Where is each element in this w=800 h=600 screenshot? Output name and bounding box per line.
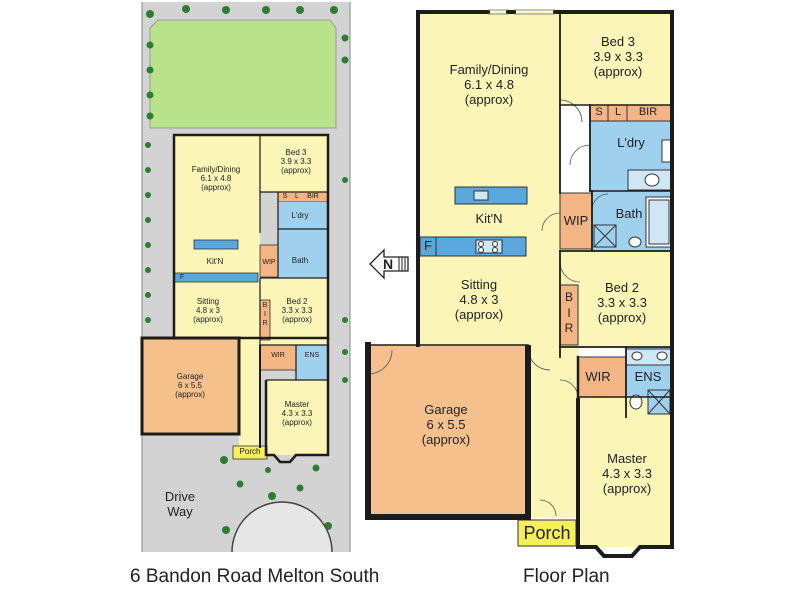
site-fridge-label: F (179, 274, 185, 281)
site-laundry-label: L'dry (291, 211, 309, 220)
north-arrow-icon (369, 248, 409, 280)
site-garage (142, 338, 239, 434)
site-bath-label: Bath (291, 256, 309, 265)
porch (517, 519, 577, 547)
garage-room (368, 345, 528, 517)
site-kitchen-label: Kit'N (206, 257, 224, 266)
site-sitting-label: Sitting 4.8 x 3 (approx) (193, 297, 223, 325)
site-bed3-label: Bed 3 3.9 x 3.3 (approx) (280, 148, 312, 176)
site-bir-label: B I R (262, 302, 268, 327)
site-storage-s: S (282, 193, 288, 200)
north-label: N (382, 256, 394, 272)
kitchen-island (454, 186, 528, 205)
site-storage-bir: BIR (307, 193, 319, 200)
bir-closet (560, 285, 578, 345)
storage-s-label: S (595, 106, 603, 118)
site-bath (278, 229, 328, 278)
site-wir-label: WIR (271, 352, 285, 359)
storage-l-label: L (614, 106, 622, 118)
address-caption: 6 Bandon Road Melton South (130, 566, 380, 587)
bed3-room (560, 12, 672, 105)
site-bed2-label: Bed 2 3.3 x 3.3 (approx) (281, 297, 313, 325)
wir-label: WIR (585, 369, 611, 384)
walls (365, 10, 674, 558)
bath-label: Bath (615, 206, 643, 221)
master-label: Master 4.3 x 3.3 (approx) (602, 451, 652, 496)
site-bed2 (260, 278, 328, 345)
site-family-dining (174, 135, 260, 233)
family-dining-room (418, 12, 560, 182)
bed2-room (560, 251, 672, 347)
fixtures (419, 139, 673, 415)
laundry-label: L'dry (617, 135, 645, 150)
site-laundry (278, 202, 328, 229)
wir-room (578, 357, 626, 397)
sitting-room (418, 262, 560, 348)
site-ens-label: ENS (304, 352, 320, 359)
wip-label: WIP (563, 213, 589, 228)
storage-bir-label: BIR (638, 106, 658, 118)
bed3-label: Bed 3 3.9 x 3.3 (approx) (593, 34, 643, 79)
garage-label: Garage 6 x 5.5 (approx) (421, 402, 471, 447)
ens-label: ENS (634, 369, 662, 384)
site-hall (239, 338, 260, 448)
site-storage-l: L (295, 193, 299, 200)
backyard-lawn (149, 19, 337, 129)
bir-label: B I R (564, 290, 574, 336)
site-bed3 (260, 135, 328, 192)
site-ens (296, 345, 328, 380)
storage-strip (590, 105, 672, 121)
site-sitting (174, 283, 260, 338)
site-master-label: Master 4.3 x 3.3 (approx) (281, 400, 313, 428)
wip-room (560, 193, 592, 249)
site-master (266, 380, 328, 455)
site-wip-label: WIP (262, 259, 276, 266)
fridge-label: F (424, 238, 432, 253)
floor-plan-caption: Floor Plan (523, 566, 610, 587)
family-dining-label: Family/Dining 6.1 x 4.8 (approx) (449, 62, 529, 107)
kitchen-label: Kit'N (475, 211, 503, 226)
driveway-arc (231, 501, 333, 553)
driveway-label: Drive Way (164, 489, 196, 519)
bed2-label: Bed 2 3.3 x 3.3 (approx) (597, 280, 647, 325)
site-family-dining-label: Family/Dining 6.1 x 4.8 (approx) (191, 165, 241, 193)
porch-label: Porch (523, 523, 571, 543)
hall (528, 348, 578, 518)
site-walls (140, 133, 330, 464)
site-porch-label: Porch (239, 447, 261, 456)
windows (488, 9, 555, 15)
shrubs (145, 5, 349, 534)
sitting-label: Sitting 4.8 x 3 (approx) (454, 277, 504, 322)
master-room (578, 397, 672, 547)
site-island (193, 239, 239, 250)
site-garage-label: Garage 6 x 5.5 (approx) (175, 372, 205, 400)
